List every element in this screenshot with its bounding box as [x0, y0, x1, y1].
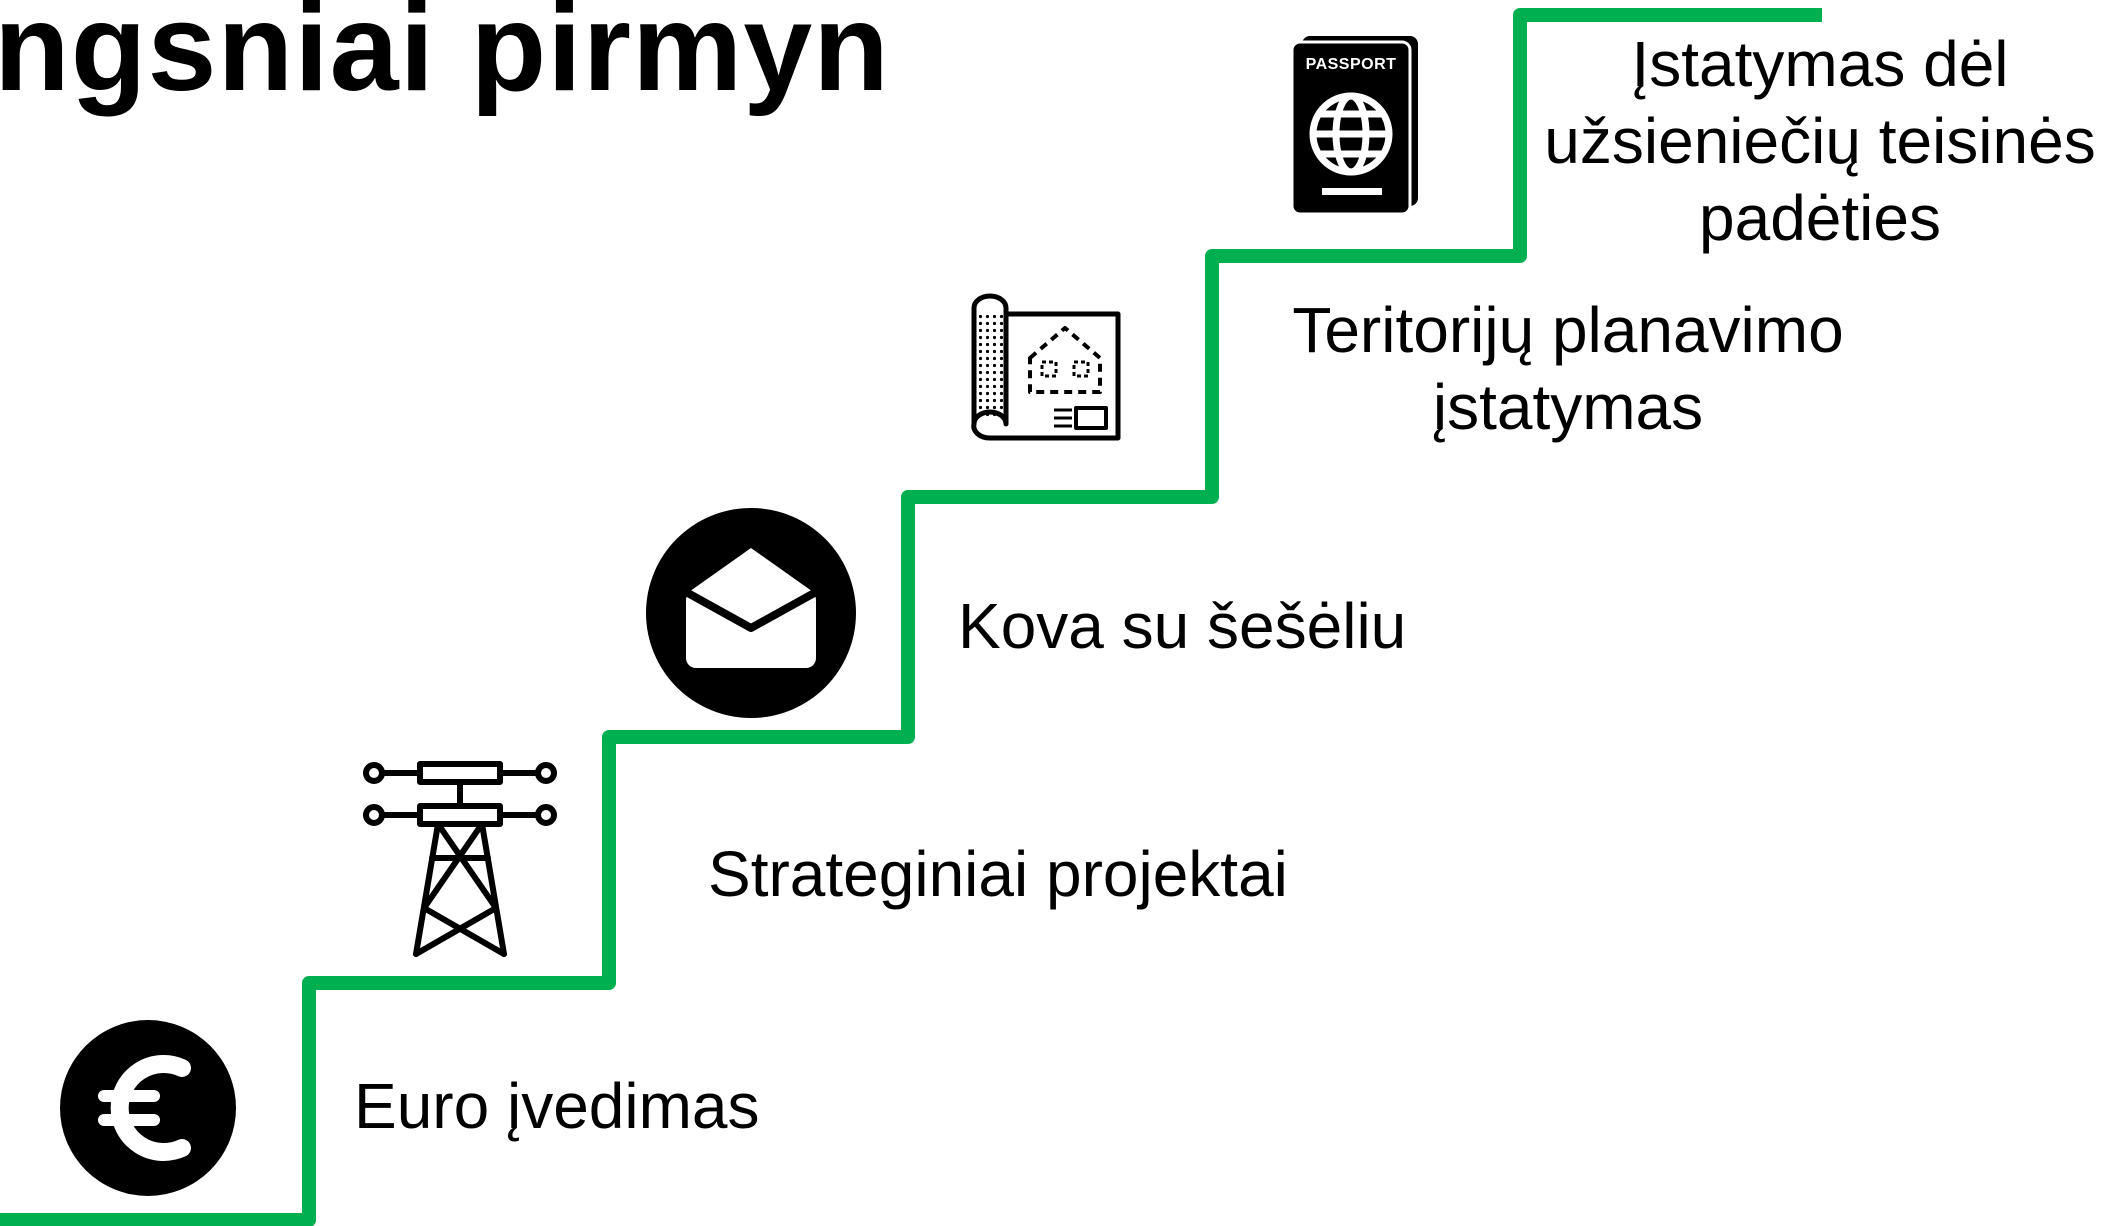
envelope-icon [646, 508, 856, 718]
label-line: įstatymas [1432, 370, 1704, 443]
label-line: Teritorijų planavimo [1292, 294, 1844, 366]
step-label-strategic: Strateginiai projektai [708, 836, 1288, 913]
blueprint-icon [971, 293, 1121, 441]
label-line: Strateginiai projektai [708, 838, 1288, 910]
step-label-shadow: Kova su šešėliu [958, 588, 1406, 665]
label-line: Euro įvedimas [354, 1070, 760, 1142]
passport-label: PASSPORT [1305, 56, 1397, 73]
label-line: Įstatymas dėl [1631, 28, 2009, 100]
step-label-euro: Euro įvedimas [354, 1068, 760, 1145]
page-title: ngsniai pirmyn [0, 0, 890, 117]
label-line: užsieniečių teisinės [1544, 104, 2096, 177]
step-label-planning: Teritorijų planavimo įstatymas [1288, 292, 1848, 446]
power-tower-icon [363, 761, 557, 957]
euro-icon [60, 1020, 236, 1196]
passport-icon: PASSPORT [1292, 36, 1420, 214]
label-line: padėties [1699, 181, 1941, 254]
label-line: Kova su šešėliu [958, 590, 1407, 662]
step-label-foreigners: Įstatymas dėl užsieniečių teisinės padėt… [1520, 26, 2106, 256]
